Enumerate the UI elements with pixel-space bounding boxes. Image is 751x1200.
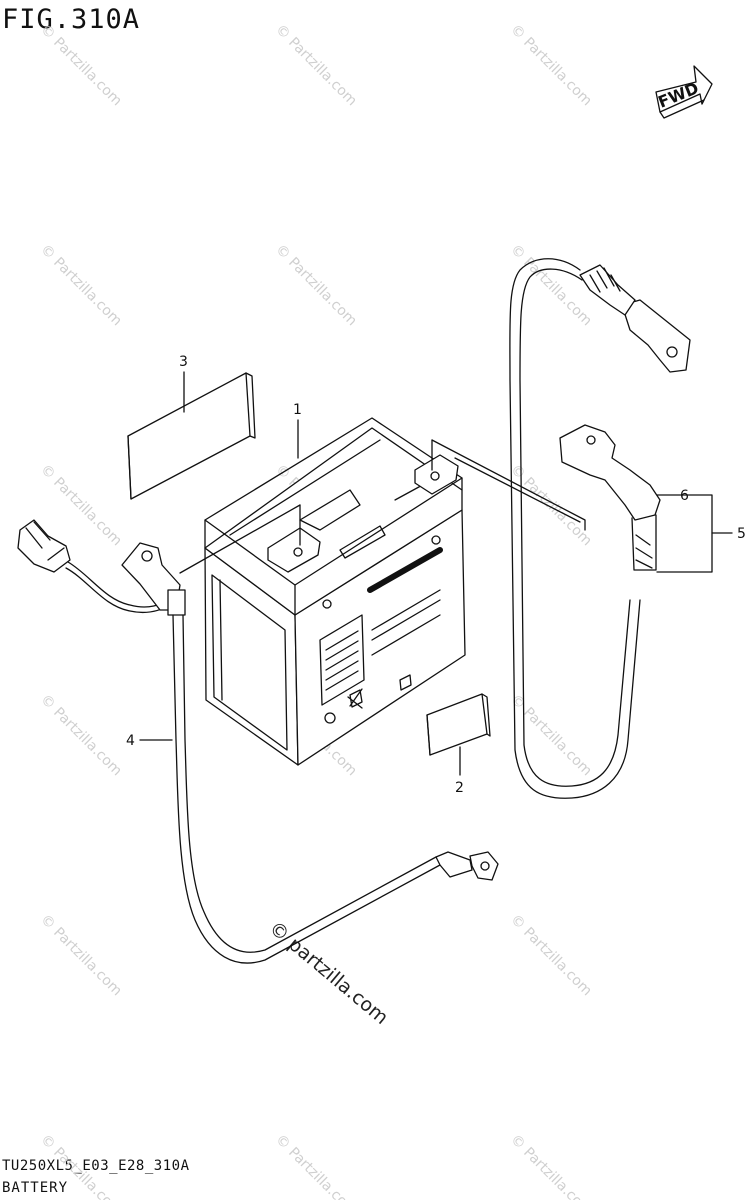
callout-4: 4 <box>126 733 135 749</box>
watermark: © Partzilla.com <box>507 22 595 110</box>
callout-1: 1 <box>293 402 302 418</box>
fwd-arrow-icon: FWD <box>655 65 713 119</box>
reference-lines <box>179 439 586 574</box>
figure-title: BATTERY <box>2 1180 69 1196</box>
figure-number: FIG.310A <box>2 4 141 35</box>
watermark-main: © partzilla.com <box>265 917 393 1029</box>
watermark: © Partzilla.com <box>272 1132 360 1200</box>
watermark: © Partzilla.com <box>507 912 595 1000</box>
callout-2: 2 <box>455 780 464 796</box>
part-2-pad <box>426 693 491 756</box>
callout-6: 6 <box>680 488 689 504</box>
figure-code: TU250XL5_E03_E28_310A <box>2 1158 190 1174</box>
part-3-label-sheet <box>127 372 256 500</box>
callouts: 3 1 2 4 6 5 <box>126 354 746 796</box>
watermark: © Partzilla.com <box>37 22 125 110</box>
part-5-positive-cable <box>509 258 691 799</box>
leader-lines <box>139 371 733 776</box>
watermark: © Partzilla.com <box>37 462 125 550</box>
watermark: © Partzilla.com <box>37 912 125 1000</box>
callout-5: 5 <box>737 526 746 542</box>
fwd-label: FWD <box>655 78 701 111</box>
watermark: © Partzilla.com <box>507 1132 595 1200</box>
watermark: © Partzilla.com <box>507 692 595 780</box>
watermark: © Partzilla.com <box>272 22 360 110</box>
callout-3: 3 <box>179 354 188 370</box>
watermark: © Partzilla.com <box>37 242 125 330</box>
part-4-negative-cable <box>17 519 499 964</box>
watermark: © Partzilla.com <box>507 462 595 550</box>
part-1-battery: YUASA <box>204 417 466 766</box>
watermark: © Partzilla.com <box>37 1132 125 1200</box>
watermark: © Partzilla.com <box>272 242 360 330</box>
watermark: © Partzilla.com <box>37 692 125 780</box>
